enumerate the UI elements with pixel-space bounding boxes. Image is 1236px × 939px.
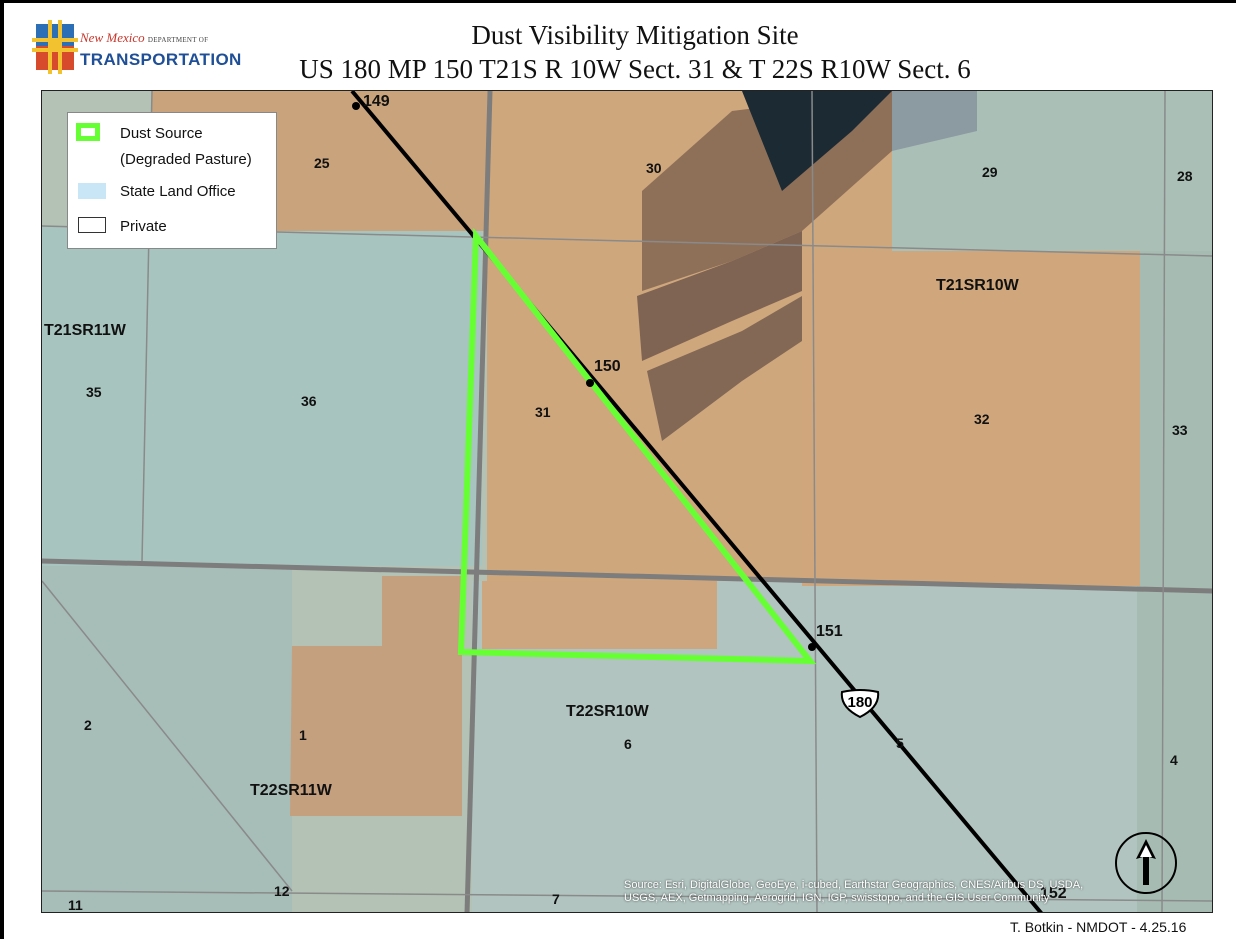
legend-swatch-private: [78, 217, 106, 233]
state-land-parcel: [42, 566, 292, 912]
legend-swatch-state-land: [78, 183, 106, 199]
section-label: 12: [274, 883, 290, 899]
map-subtitle: US 180 MP 150 T21S R 10W Sect. 31 & T 22…: [299, 54, 971, 84]
section-label: 36: [301, 393, 317, 409]
milepost-149-dot: [352, 102, 360, 110]
milepost-150-dot: [586, 379, 594, 387]
township-label: T22SR10W: [566, 703, 649, 720]
legend-label-state-land: State Land Office: [120, 183, 236, 200]
section-label: 7: [552, 891, 560, 907]
legend-swatch-dust-source: [76, 123, 100, 141]
section-label: 25: [314, 155, 330, 171]
us-180-highway: [350, 91, 1043, 912]
crop-field: [647, 296, 802, 441]
section-label: 5: [896, 735, 904, 751]
section-label: 28: [1177, 168, 1193, 184]
legend-label-private: Private: [120, 218, 167, 235]
section-label: 35: [86, 384, 102, 400]
nmdot-logo: [30, 16, 235, 78]
milepost-label: 150: [594, 358, 621, 375]
milepost-label: 152: [1040, 885, 1067, 902]
dark-field: [742, 91, 892, 191]
section-lines: [42, 91, 1212, 912]
dust-source-polygon: [457, 227, 817, 665]
section-label: 1: [299, 727, 307, 743]
milepost-151-dot: [808, 643, 816, 651]
private-parcel: [290, 576, 462, 816]
section-label: 149: [363, 93, 390, 110]
logo-text-state: New Mexico DEPARTMENT OF: [80, 30, 209, 45]
township-label: T21SR10W: [936, 277, 1019, 294]
state-land-parcel: [1137, 251, 1212, 912]
us-route-shield: 180: [838, 689, 882, 719]
section-label: 33: [1172, 422, 1188, 438]
township-label: T21SR11W: [44, 322, 126, 339]
legend-label-degraded-pasture: (Degraded Pasture): [120, 151, 252, 168]
gray-field: [892, 91, 977, 151]
state-land-parcel: [42, 226, 482, 566]
zia-sun-logo: [32, 20, 78, 74]
section-label: 29: [982, 164, 998, 180]
map-credit: T. Botkin - NMDOT - 4.25.16: [1010, 919, 1187, 935]
north-arrow-icon: [1112, 829, 1180, 897]
section-label: 30: [646, 160, 662, 176]
section-label: 11: [68, 897, 83, 913]
section-label: 6: [624, 736, 632, 752]
route-shield-number: 180: [847, 694, 873, 711]
section-label: 32: [974, 411, 990, 427]
section-label: 4: [1170, 752, 1178, 768]
route-shield-icon: [840, 689, 880, 719]
crop-field: [637, 231, 802, 361]
private-parcel: [802, 251, 1140, 586]
township-label: T22SR11W: [250, 782, 332, 799]
map-legend: Dust Source (Degraded Pasture) State Lan…: [67, 112, 277, 249]
logo-text-transportation: TRANSPORTATION: [80, 50, 242, 69]
section-label: 31: [535, 404, 551, 420]
private-parcel: [482, 581, 717, 649]
map-title: Dust Visibility Mitigation Site: [471, 20, 799, 50]
milepost-label: 151: [816, 623, 843, 640]
source-attribution: Source: Esri, DigitalGlobe, GeoEye, i-cu…: [624, 879, 1084, 904]
section-label: 2: [84, 717, 92, 733]
legend-label-dust-source: Dust Source: [120, 125, 203, 142]
